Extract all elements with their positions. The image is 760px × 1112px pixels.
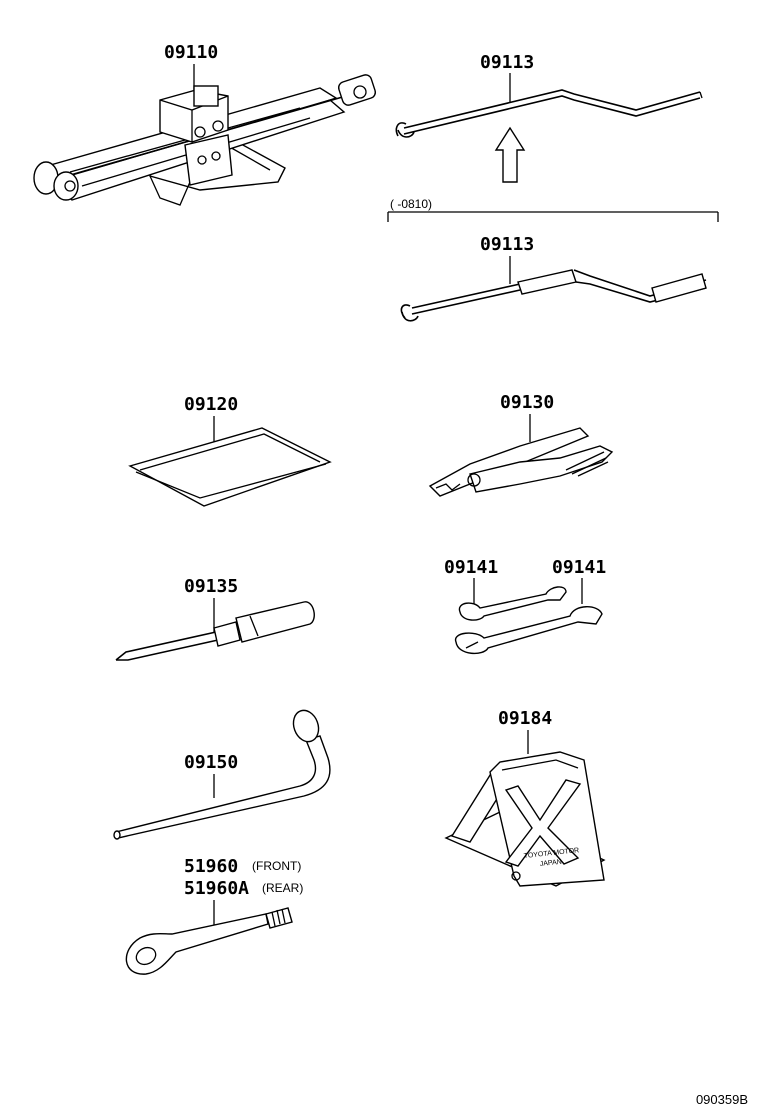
part-label-screwdriver: 09135 bbox=[184, 576, 238, 597]
part-note-hook-rear: (REAR) bbox=[262, 881, 303, 895]
part-label-hook-rear: 51960A bbox=[184, 878, 249, 899]
range-note: ( -0810) bbox=[390, 197, 432, 211]
part-label-jack: 09110 bbox=[164, 42, 218, 63]
part-label-wrench-right: 09141 bbox=[552, 557, 606, 578]
wheel-chock-illustration: 09184 TOYOTA MOTOR JAPAN bbox=[444, 708, 606, 887]
chock-text-line2: JAPAN bbox=[539, 859, 562, 868]
jack-handle-upper-illustration: 09113 bbox=[395, 52, 703, 183]
serial-range-bracket: ( -0810) bbox=[387, 197, 719, 222]
part-label-hook-front: 51960 bbox=[184, 856, 238, 877]
drawing-code: 090359B bbox=[696, 1092, 748, 1107]
towing-hook-illustration: 51960 (FRONT) 51960A (REAR) bbox=[125, 856, 303, 975]
wrenches-illustration: 09141 09141 bbox=[444, 557, 606, 655]
tool-bag-illustration: 09120 bbox=[128, 394, 332, 507]
part-label-handle-lower: 09113 bbox=[480, 234, 534, 255]
part-label-wrench-left: 09141 bbox=[444, 557, 498, 578]
jack-handle-lower-illustration: 09113 bbox=[400, 234, 707, 322]
screwdriver-illustration: 09135 bbox=[115, 576, 315, 661]
scissor-jack-illustration: 09110 bbox=[33, 42, 377, 206]
part-label-bag: 09120 bbox=[184, 394, 238, 415]
part-label-pliers: 09130 bbox=[500, 392, 554, 413]
pliers-illustration: 09130 bbox=[428, 392, 614, 497]
part-label-handle-upper: 09113 bbox=[480, 52, 534, 73]
part-label-lug-wrench: 09150 bbox=[184, 752, 238, 773]
part-label-chock: 09184 bbox=[498, 708, 552, 729]
lug-wrench-illustration: 09150 bbox=[113, 709, 331, 840]
part-note-hook-front: (FRONT) bbox=[252, 859, 301, 873]
